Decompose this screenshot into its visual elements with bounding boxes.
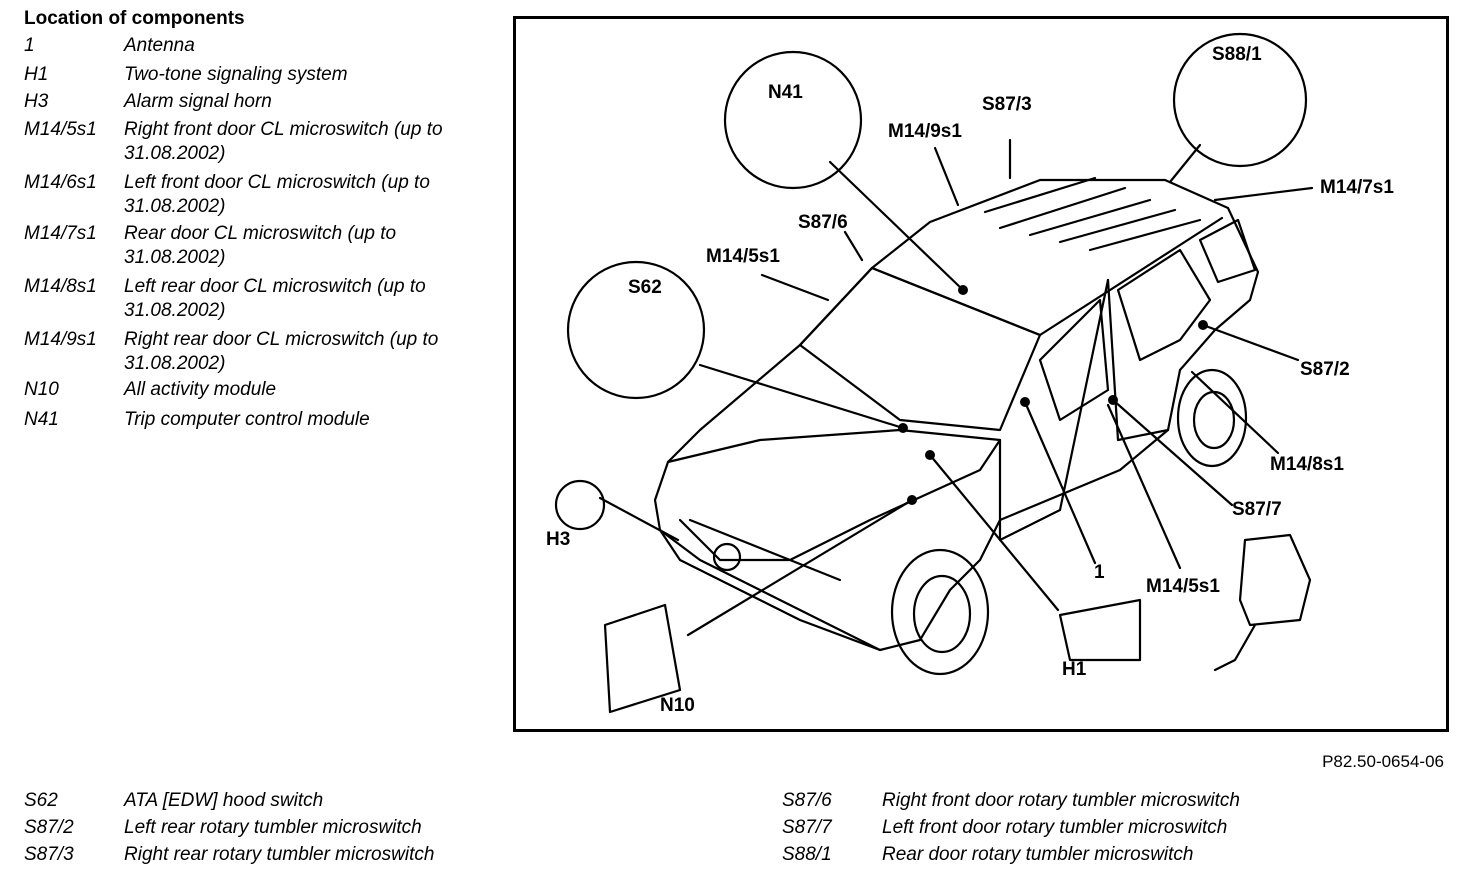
legend-description: Antenna	[124, 35, 195, 56]
roof-edge	[870, 216, 1224, 337]
h3-horn	[554, 479, 606, 531]
callout-s87-3: S87/3	[982, 94, 1032, 115]
legend-code: H3	[24, 91, 49, 112]
detail-s88	[1172, 32, 1308, 168]
legend-code: N10	[24, 379, 59, 400]
legend-description: ATA [EDW] hood switch	[124, 790, 324, 811]
callout-m14-9s1: M14/9s1	[888, 121, 962, 142]
legend-code: H1	[24, 64, 49, 85]
legend-description: Left front door CL microswitch (up to 31…	[124, 172, 430, 217]
legend-description: Left rear door CL microswitch (up to 31.…	[124, 276, 426, 321]
legend-description: Trip computer control module	[124, 409, 370, 430]
legend-description: Left front door rotary tumbler microswit…	[882, 817, 1228, 838]
rear-window	[1116, 248, 1212, 362]
legend-description: All activity module	[124, 379, 277, 400]
detail-s62	[566, 260, 706, 400]
callout-h3: H3	[546, 529, 570, 550]
front-wheel-hub	[912, 574, 972, 654]
legend-code: S87/7	[782, 817, 832, 838]
callout-dots	[898, 285, 1208, 505]
legend-description: Right rear door CL microswitch (up to 31…	[124, 329, 439, 374]
windshield	[798, 266, 1042, 432]
h1-horn	[1058, 598, 1142, 662]
rear-wheel	[1176, 368, 1248, 468]
leader-m14-5s1-bottom	[1106, 403, 1182, 570]
leader-m14-5s1-top	[760, 273, 830, 302]
callout-s88: S88/1	[1212, 44, 1262, 65]
callout-h1: H1	[1062, 659, 1087, 680]
legend-code: N41	[24, 409, 59, 430]
front-grille	[688, 518, 842, 582]
leader-h3	[598, 496, 680, 542]
legend-description: Right front door CL microswitch (up to 3…	[124, 119, 443, 164]
legend-code: M14/9s1	[24, 329, 97, 350]
callout-s87-2: S87/2	[1300, 359, 1350, 380]
callout-m14-5s1-bottom: M14/5s1	[1146, 576, 1220, 597]
legend-code: M14/6s1	[24, 172, 97, 193]
callout-1: 1	[1094, 562, 1105, 583]
figure-reference: P82.50-0654-06	[1322, 752, 1444, 771]
detail-n41	[723, 50, 863, 190]
hood-line	[666, 428, 1002, 562]
leader-s87-7	[1111, 398, 1234, 507]
legend-code: M14/5s1	[24, 119, 97, 140]
emblem	[712, 542, 742, 572]
door-line-front	[998, 278, 1110, 542]
leader-s62	[698, 363, 905, 430]
callout-m14-5s1-top: M14/5s1	[706, 246, 780, 267]
leader-m14-8s1	[1190, 370, 1280, 455]
callout-n10: N10	[660, 695, 695, 716]
leader-s87-6	[843, 230, 864, 262]
n10-module	[603, 603, 682, 714]
leader-n10	[686, 498, 914, 637]
callout-s87-7: S87/7	[1232, 499, 1282, 520]
leader-s88	[1168, 143, 1202, 184]
legend-code: S87/6	[782, 790, 832, 811]
callout-m14-7s1: M14/7s1	[1320, 177, 1394, 198]
legend-description: Rear door rotary tumbler microswitch	[882, 844, 1194, 865]
side-window-front	[1038, 298, 1110, 422]
callout-labels: N41 S87/3 M14/9s1 S88/1 M14/7s1 S87/6 M1…	[546, 44, 1394, 716]
legend-code: S88/1	[782, 844, 832, 865]
rear-glass	[1198, 218, 1257, 284]
legend-code: S87/2	[24, 817, 74, 838]
legend-description: Left rear rotary tumbler microswitch	[124, 817, 422, 838]
leader-1	[1023, 400, 1097, 565]
diagram-frame	[513, 16, 1449, 732]
legend-code: 1	[24, 35, 35, 56]
latch-assembly	[1213, 533, 1312, 672]
legend-description: Right front door rotary tumbler microswi…	[882, 790, 1240, 811]
rear-wheel-hub	[1192, 390, 1236, 450]
callout-s87-6: S87/6	[798, 212, 848, 233]
leader-m14-9s1	[933, 146, 960, 207]
callout-n41: N41	[768, 82, 803, 103]
legend-description: Rear door CL microswitch (up to 31.08.20…	[124, 223, 397, 268]
leader-s87-2	[1201, 323, 1300, 362]
front-wheel	[890, 548, 990, 676]
legend-title: Location of components	[24, 8, 245, 29]
legend-code: M14/7s1	[24, 223, 97, 244]
leader-m14-7s1	[1213, 186, 1314, 202]
legend-code: S87/3	[24, 844, 74, 865]
legend-description: Alarm signal horn	[124, 91, 272, 112]
leader-h1	[928, 453, 1060, 612]
callout-m14-8s1: M14/8s1	[1270, 454, 1344, 475]
callout-s62: S62	[628, 277, 662, 298]
door-line-rear	[1106, 278, 1170, 442]
legend-code: S62	[24, 790, 58, 811]
legend-description: Two-tone signaling system	[124, 64, 348, 85]
bumper	[658, 528, 882, 652]
legend-code: M14/8s1	[24, 276, 97, 297]
legend-description: Right rear rotary tumbler microswitch	[124, 844, 435, 865]
roof-rack	[983, 176, 1202, 252]
leader-n41	[828, 160, 965, 292]
